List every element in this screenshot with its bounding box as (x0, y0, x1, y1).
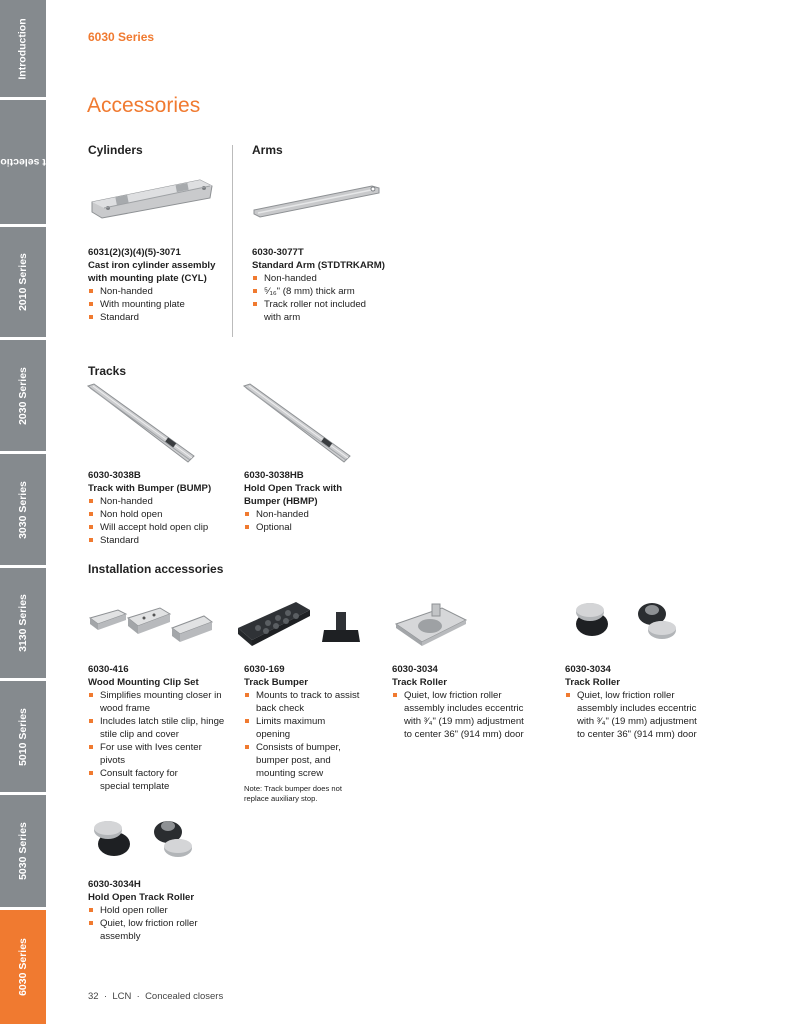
product-name: Track Bumper (244, 677, 308, 688)
product-track-roller: 6030-3034 Track Roller Quiet, low fricti… (392, 663, 528, 741)
clip-set-image (88, 600, 216, 646)
tab-5030-series[interactable]: 5030 Series (0, 795, 46, 907)
page-title: Accessories (87, 94, 201, 117)
tab-label: 6030 Series (17, 938, 29, 996)
tab-label: 3030 Series (17, 480, 29, 539)
product-name: Hold Open Track with Bumper (HBMP) (244, 483, 343, 507)
track-roller-image (570, 598, 690, 646)
product-track-bump: 6030-3038B Track with Bumper (BUMP) Non-… (88, 469, 238, 547)
product-hold-open-roller: 6030-3034H Hold Open Track Roller Hold o… (88, 878, 228, 943)
bullet-item: Standard (88, 534, 238, 547)
section-tracks-heading: Tracks (88, 364, 127, 378)
bullet-item: Quiet, low friction roller assembly incl… (565, 689, 705, 741)
bullet-item: For use with Ives center pivots (88, 741, 214, 767)
product-name: Track with Bumper (BUMP) (88, 483, 212, 494)
product-track-bumper: 6030-169 Track Bumper Mounts to track to… (244, 663, 374, 804)
cylinder-image (88, 172, 216, 220)
product-cylinder: 6031(2)(3)(4)(5)-3071 Cast iron cylinder… (88, 246, 228, 324)
bullet-item: ⁵⁄₁₆" (8 mm) thick arm (252, 285, 402, 298)
product-name: Track Roller (565, 677, 620, 688)
bullet-item: Non-handed (88, 495, 238, 508)
tab-label: 2030 Series (17, 366, 29, 425)
bullet-item: Hold open roller (88, 904, 228, 917)
product-code: 6030-3077T (252, 247, 304, 258)
tab-label: 3130 Series (17, 594, 29, 652)
bullet-item: Non-handed (252, 272, 402, 285)
product-code: 6030-3034 (565, 664, 611, 675)
tab-3130-series[interactable]: 3130 Series (0, 568, 46, 678)
tab-2010-series[interactable]: 2010 Series (0, 227, 46, 337)
bullet-item: Includes latch stile clip, hinge stile c… (88, 715, 228, 741)
bullet-item: Standard (88, 311, 228, 324)
bullet-item: Quiet, low friction roller assembly incl… (392, 689, 528, 741)
footer-separator: · (133, 991, 143, 1002)
product-name: Cast iron cylinder assembly with mountin… (88, 260, 216, 284)
tab-2030-series[interactable]: 2030 Series (0, 340, 46, 451)
tab-label: 5010 Series (17, 707, 29, 766)
product-code: 6030-3034H (88, 879, 141, 890)
bullet-item: With mounting plate (88, 298, 228, 311)
tab-label: Product selection guide (0, 156, 83, 168)
footer-brand: LCN (112, 991, 132, 1002)
track-hold-open-image (242, 382, 352, 466)
product-track-hold-open: 6030-3038HB Hold Open Track with Bumper … (244, 469, 356, 534)
bullet-item: Consult factory for special template (88, 767, 196, 793)
bullet-item: Limits maximum opening (244, 715, 352, 741)
section-installation-heading: Installation accessories (88, 562, 224, 576)
tab-introduction[interactable]: Introduction (0, 0, 46, 97)
arm-image (252, 180, 382, 220)
section-arms-heading: Arms (252, 143, 283, 157)
bullet-item: Optional (244, 521, 356, 534)
tab-product-selection-guide[interactable]: Product selection guide (0, 100, 83, 224)
tab-6030-series[interactable]: 6030 Series (0, 910, 46, 1024)
tab-3030-series[interactable]: 3030 Series (0, 454, 46, 565)
bullet-item: Track roller not included with arm (252, 298, 377, 324)
bullet-item: Will accept hold open clip (88, 521, 238, 534)
tab-label: 5030 Series (17, 822, 29, 880)
track-bump-image (86, 382, 196, 466)
bullet-item: Non hold open (88, 508, 238, 521)
column-divider (232, 145, 233, 337)
tab-5010-series[interactable]: 5010 Series (0, 681, 46, 792)
product-code: 6030-416 (88, 664, 129, 675)
tab-label: 2010 Series (17, 253, 29, 311)
product-track-roller: 6030-3034 Track Roller Quiet, low fricti… (565, 663, 705, 741)
bullet-item: Quiet, low friction roller assembly (88, 917, 210, 943)
page-footer: 32 · LCN · Concealed closers (88, 991, 223, 1002)
bullet-item: Consists of bumper, bumper post, and mou… (244, 741, 356, 780)
product-code: 6030-3038HB (244, 470, 304, 481)
product-arm: 6030-3077T Standard Arm (STDTRKARM) Non-… (252, 246, 402, 324)
product-code: 6030-3038B (88, 470, 141, 481)
hold-open-roller-image (88, 814, 208, 864)
footer-separator: · (101, 991, 110, 1002)
product-name: Standard Arm (STDTRKARM) (252, 260, 385, 271)
tab-label: Introduction (17, 17, 29, 80)
section-cylinders-heading: Cylinders (88, 143, 143, 157)
bullet-item: Non-handed (244, 508, 356, 521)
product-code: 6030-3034 (392, 664, 438, 675)
product-name: Track Roller (392, 677, 447, 688)
product-name: Wood Mounting Clip Set (88, 677, 199, 688)
product-code: 6031(2)(3)(4)(5)-3071 (88, 247, 181, 258)
page-number: 32 (88, 991, 99, 1002)
track-bumper-image (236, 598, 366, 650)
sidebar-nav: Introduction Product selection guide 201… (0, 0, 83, 1024)
track-roller-image (392, 602, 472, 648)
product-name: Hold Open Track Roller (88, 892, 195, 903)
bullet-item: Simplifies mounting closer in wood frame (88, 689, 228, 715)
bullet-item: Non-handed (88, 285, 228, 298)
footer-section: Concealed closers (145, 991, 224, 1002)
product-note: Note: Track bumper does not replace auxi… (244, 784, 342, 803)
product-code: 6030-169 (244, 664, 285, 675)
bullet-item: Mounts to track to assist back check (244, 689, 374, 715)
product-clip-set: 6030-416 Wood Mounting Clip Set Simplifi… (88, 663, 228, 793)
series-label: 6030 Series (88, 30, 155, 44)
